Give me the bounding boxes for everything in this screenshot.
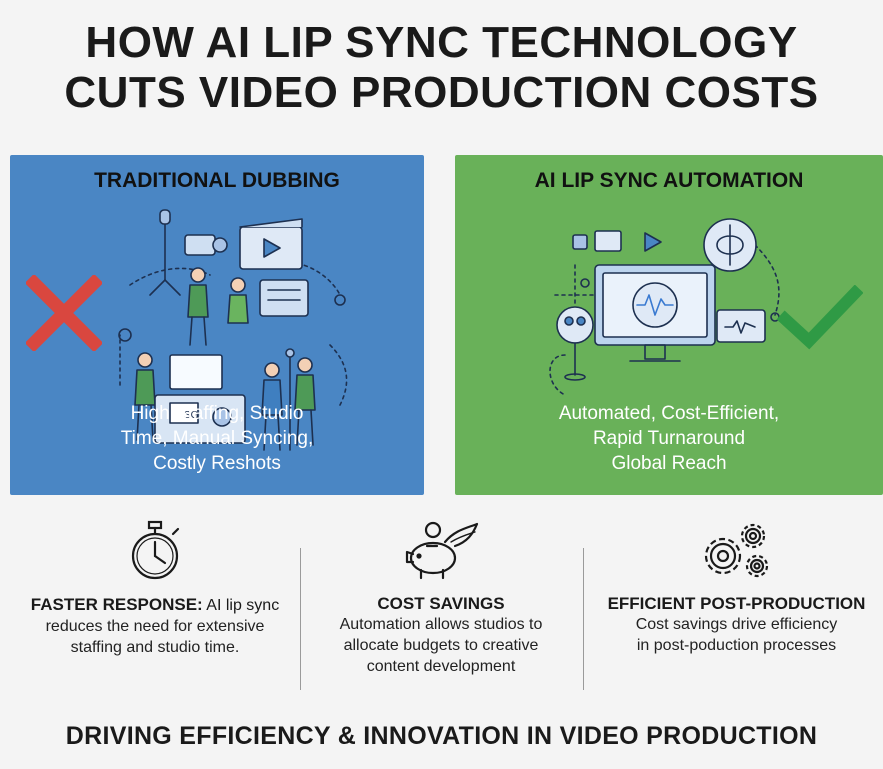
traditional-dubbing-panel: TRADITIONAL DUBBING (10, 155, 424, 495)
title-line-2: CUTS VIDEO PRODUCTION COSTS (64, 68, 819, 117)
gears-icon (704, 523, 768, 578)
ai-computer-illustration (549, 218, 780, 396)
traditional-dubbing-title: TRADITIONAL DUBBING (94, 169, 340, 192)
divider-right (583, 548, 584, 690)
traditional-dubbing-description: High Staffing, Studio Time, Manual Synci… (120, 403, 314, 474)
benefit-heading: EFFICIENT POST-PRODUCTION (607, 594, 866, 613)
benefit-heading: COST SAVINGS (377, 594, 505, 613)
red-x-icon (26, 275, 102, 351)
benefit-cost-savings: COST SAVINGS Automation allows studios t… (310, 520, 572, 677)
title-line-1: HOW AI LIP SYNC TECHNOLOGY (85, 18, 798, 67)
ai-lip-sync-description: Automated, Cost-Efficient, Rapid Turnaro… (558, 403, 780, 474)
film-studio-illustration: SG (118, 209, 348, 451)
benefit-efficient-post-production: EFFICIENT POST-PRODUCTION Cost savings d… (594, 520, 879, 656)
stopwatch-icon (131, 520, 180, 580)
footer-tagline: DRIVING EFFICIENCY & INNOVATION IN VIDEO… (65, 722, 818, 750)
ai-lip-sync-title: AI LIP SYNC AUTOMATION (534, 169, 804, 192)
benefit-faster-response: FASTER RESPONSE: AI lip sync reduces the… (20, 520, 290, 658)
console-screen-label: SG (184, 410, 199, 421)
green-check-icon (777, 285, 863, 350)
ai-lip-sync-panel: AI LIP SYNC AUTOMATION (455, 155, 883, 495)
piggy-bank-icon (405, 521, 479, 580)
divider-left (300, 548, 301, 690)
page-title: HOW AI LIP SYNC TECHNOLOGY CUTS VIDEO PR… (0, 18, 883, 118)
benefit-heading: FASTER RESPONSE: (30, 595, 203, 614)
